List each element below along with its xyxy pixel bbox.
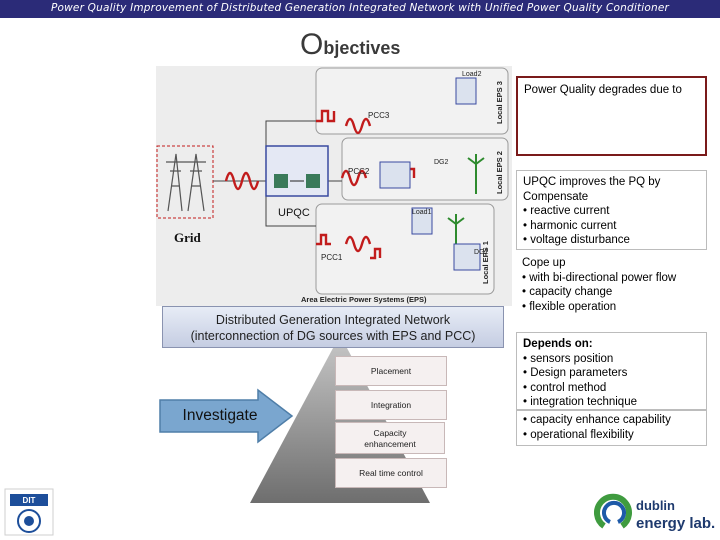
capacity-box: • capacity enhance capability • operatio… — [516, 410, 707, 446]
eps2-label: Local EPS 2 — [495, 151, 504, 194]
list-item: • capacity enhance capability — [523, 414, 671, 426]
cope-up-title: Cope up — [522, 257, 566, 269]
upqc-label: UPQC — [278, 207, 310, 219]
list-item: • integration technique — [523, 396, 637, 408]
area-eps-label: Area Electric Power Systems (EPS) — [301, 295, 427, 304]
pq-degrades-box: Power Quality degrades due to — [516, 76, 707, 156]
logo-text-dublin: dublin — [636, 498, 675, 513]
list-item: • capacity change — [522, 286, 613, 298]
dublin-energy-lab-logo: dublin energy lab. — [594, 482, 718, 540]
pyramid-realtime: Real time control — [335, 458, 447, 488]
presentation-title: Power Quality Improvement of Distributed… — [50, 2, 670, 14]
pyramid-capacity: Capacity enhancement — [335, 422, 445, 454]
slide-title-rest: bjectives — [323, 38, 401, 58]
dit-logo: DIT — [4, 488, 54, 536]
slide-title-initial: O — [300, 28, 324, 61]
caption-line-2: (interconnection of DG sources with EPS … — [190, 329, 476, 343]
list-item: • sensors position — [523, 352, 614, 365]
list-item: • Design parameters — [523, 367, 628, 379]
list-item: • voltage disturbance — [523, 234, 630, 246]
eps1-label: Local EPS 1 — [481, 241, 490, 284]
pq-degrades-text: Power Quality degrades due to — [524, 84, 682, 96]
grid-label: Grid — [174, 230, 201, 245]
pyramid-capacity-line-2: enhancement — [364, 439, 416, 449]
list-item: • with bi-directional power flow — [522, 271, 677, 284]
list-item: • reactive current — [523, 205, 610, 217]
pcc1-label: PCC1 — [321, 253, 343, 262]
pyramid-realtime-label: Real time control — [359, 468, 423, 478]
upqc-improves-box: UPQC improves the PQ by Compensate • rea… — [516, 170, 707, 250]
logo-text-energy-lab: energy lab. — [636, 515, 715, 532]
pyramid-integration-label: Integration — [370, 400, 412, 410]
compensate-label: Compensate — [523, 190, 589, 203]
depends-on-title: Depends on: — [523, 338, 593, 350]
depends-on-box: Depends on: • sensors position • Design … — [516, 332, 707, 410]
network-diagram: Grid UPQC Load2 Load1 DG2 DG1 PCC3 PCC2 … — [156, 66, 512, 306]
dit-logo-text: DIT — [23, 496, 36, 505]
pyramid-placement-label: Placement — [370, 366, 412, 376]
dg1-label: DG1 — [474, 249, 489, 256]
load2-label: Load2 — [462, 71, 482, 78]
pyramid-capacity-line-1: Capacity — [373, 428, 407, 438]
cope-up-box: Cope up • with bi-directional power flow… — [522, 256, 712, 314]
dg2-label: DG2 — [434, 159, 449, 166]
list-item: • harmonic current — [523, 219, 617, 232]
load1-label: Load1 — [412, 209, 432, 216]
header-bar: Power Quality Improvement of Distributed… — [0, 0, 720, 18]
pcc2-label: PCC2 — [348, 167, 370, 176]
wind-turbine-icon — [447, 154, 485, 254]
network-caption: Distributed Generation Integrated Networ… — [162, 306, 504, 348]
pyramid-integration: Integration — [335, 390, 447, 420]
list-item: • operational flexibility — [523, 428, 634, 441]
upqc-improves-title: UPQC improves the PQ by — [523, 176, 661, 188]
list-item: • flexible operation — [522, 300, 617, 313]
investigate-arrow — [159, 388, 294, 444]
slide-title: Objectives — [300, 28, 500, 62]
pcc3-label: PCC3 — [368, 111, 390, 120]
investigate-label: Investigate — [182, 407, 258, 424]
list-item: • control method — [523, 381, 607, 394]
transmission-tower-icon — [166, 153, 206, 212]
eps3-label: Local EPS 3 — [495, 81, 504, 124]
caption-line-1: Distributed Generation Integrated Networ… — [215, 313, 451, 327]
pyramid-placement: Placement — [335, 356, 447, 386]
